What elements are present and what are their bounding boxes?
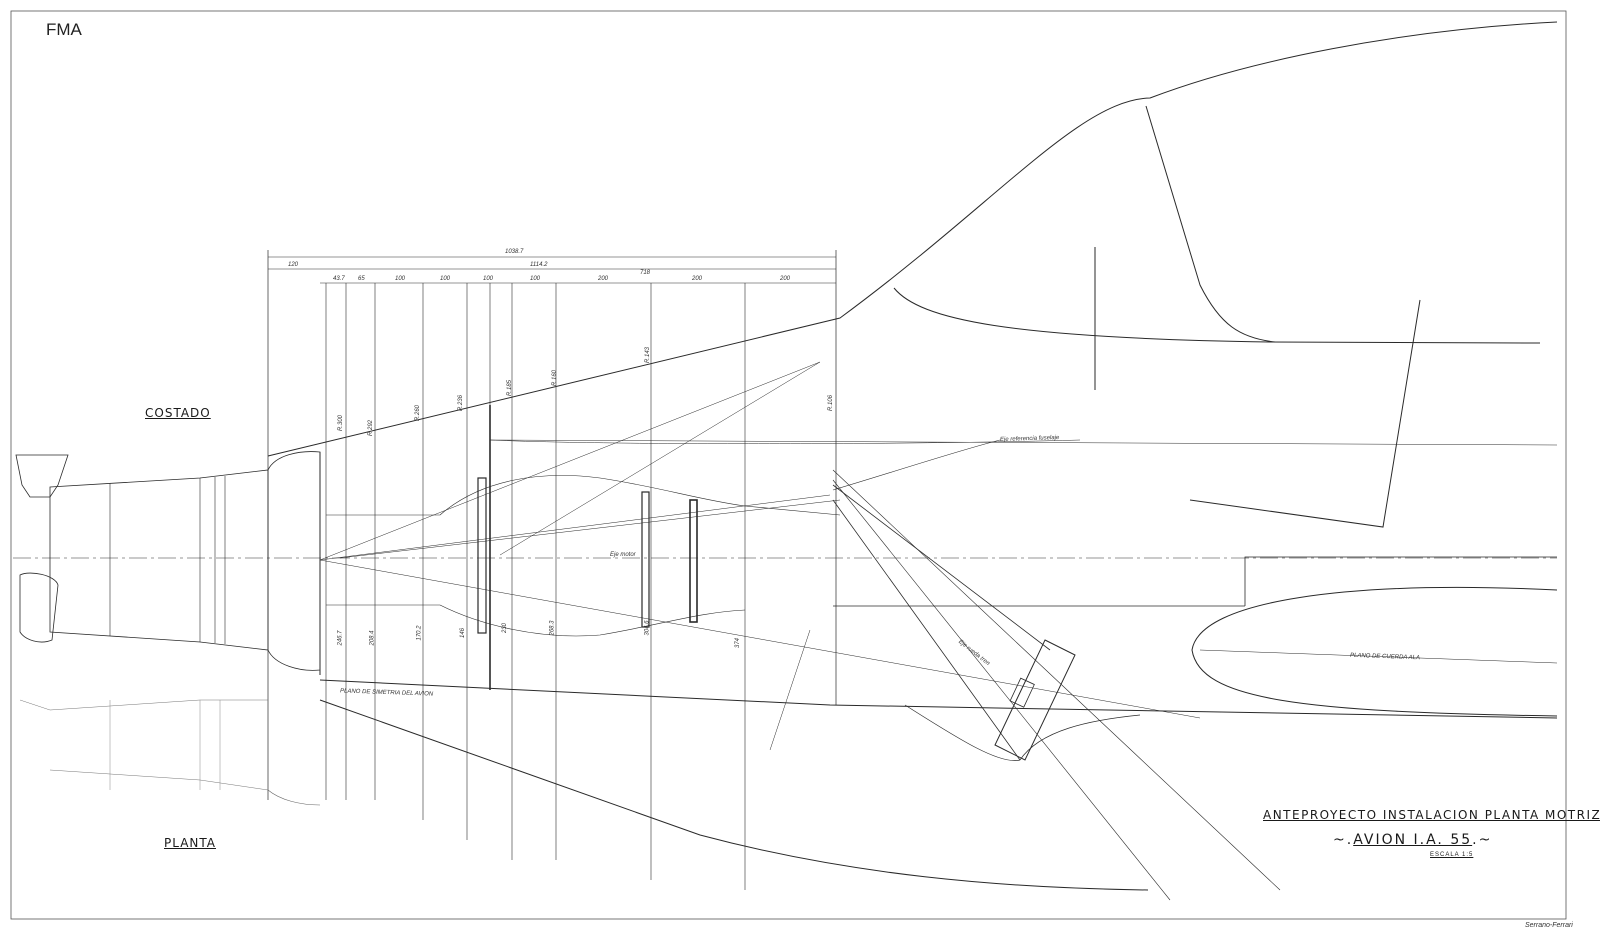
engine-inner-lower: [326, 604, 746, 637]
inclined-line-4: [319, 494, 831, 561]
engine-inner-upper: [326, 475, 841, 516]
inclined-line-2: [499, 361, 821, 556]
propeller-hub-bottom: [19, 572, 59, 643]
fma-logo: FMA: [46, 20, 82, 39]
station-label-1: R.300: [338, 414, 345, 432]
aircraft-title-main: AVION I.A. 55: [1353, 832, 1473, 848]
motor-axis-label: Eje motor: [610, 552, 636, 558]
dim-bottom-4: 100: [440, 276, 451, 282]
dim-bottom-9: 200: [780, 276, 791, 282]
station-label-7: R.143: [645, 346, 652, 364]
station-bottom-5: 230: [502, 622, 509, 634]
dim-bottom-6: 100: [530, 276, 541, 282]
mount-plate-2: [641, 491, 650, 628]
station-label-5: R.185: [507, 379, 514, 397]
inclined-line-1: [319, 361, 821, 561]
inclined-line-3: [319, 559, 1201, 719]
gear-radius-line: [769, 629, 811, 751]
plan-engine-outline: [19, 699, 269, 791]
engine-body-rings: [109, 476, 226, 644]
gear-leg-2: [832, 499, 1021, 761]
mount-plate-1: [477, 477, 487, 634]
aircraft-title: ~.AVION I.A. 55.~: [1333, 832, 1492, 848]
scale-label: ESCALA 1:5: [1430, 852, 1474, 858]
station-bottom-8: 374: [735, 637, 742, 649]
fuselage-lower-contour: [319, 679, 1558, 719]
wing-chord-line: [1199, 649, 1558, 664]
wing-chord-ellipse: [1191, 587, 1558, 717]
gear-fairing: [904, 704, 1141, 761]
wheel-hub: [1009, 677, 1035, 708]
wing-root-curve: [893, 287, 1541, 344]
sheet-border: [10, 10, 1567, 920]
motor-inclined-axis: [339, 499, 841, 559]
dim-mid-1: 120: [288, 262, 299, 268]
fuselage-upper-contour: [267, 21, 1558, 457]
station-bottom-7: 304.6: [644, 620, 651, 636]
canopy-frame-line: [1145, 105, 1276, 343]
dim-bottom-1: 43.7: [333, 276, 345, 282]
cowling-front: [267, 451, 321, 671]
station-label-6: R.160: [552, 369, 559, 387]
plan-nacelle: [267, 789, 321, 806]
station-label-4: R.236: [458, 394, 465, 412]
gear-leg-3: [832, 469, 1281, 891]
station-label-2: R.292: [368, 419, 375, 437]
aircraft-title-suffix: .~: [1472, 832, 1493, 848]
station-bottom-6: 268.3: [549, 620, 556, 636]
dim-mid-2: 718: [640, 270, 651, 276]
side-view-label: COSTADO: [145, 406, 211, 420]
plan-engine-rings: [109, 700, 221, 790]
dim-bottom-7: 200: [598, 276, 609, 282]
propeller-hub-top: [15, 454, 69, 498]
dim-bottom-8: 200: [692, 276, 703, 282]
station-label-3: R.260: [415, 404, 422, 422]
dim-top-1: 1038.7: [505, 249, 524, 255]
station-bottom-3: 170.2: [416, 625, 423, 641]
dim-bottom-3: 100: [395, 276, 406, 282]
station-bottom-4: 146: [460, 627, 467, 639]
upper-fairing: [489, 439, 1081, 444]
drawing-title: ANTEPROYECTO INSTALACION PLANTA MOTRIZ: [1263, 808, 1600, 822]
landing-gear-strut: [1189, 299, 1421, 528]
station-bottom-2: 208.4: [369, 630, 376, 646]
station-label-8: R.106: [828, 394, 835, 412]
wheel-box: [994, 639, 1076, 761]
reference-axis-line: [489, 439, 1558, 446]
wing-fillet-curve: [832, 439, 1001, 491]
engine-body-outline: [49, 469, 269, 651]
aircraft-title-prefix: ~.: [1333, 832, 1354, 848]
dim-top-2: 1114.2: [530, 262, 548, 268]
signature: Serrano-Ferrari: [1525, 922, 1573, 929]
mount-plate-3: [689, 499, 698, 623]
station-lines: [325, 283, 746, 890]
plan-view-label: PLANTA: [164, 836, 216, 850]
station-bottom-1: 246.7: [337, 630, 344, 646]
step-line: [1244, 556, 1557, 606]
plan-view-outline: [319, 699, 1149, 891]
dim-bottom-2: 65: [358, 276, 365, 282]
gear-leg-1: [832, 484, 1051, 651]
gear-leg-4: [832, 479, 1171, 901]
dim-bottom-5: 100: [483, 276, 494, 282]
